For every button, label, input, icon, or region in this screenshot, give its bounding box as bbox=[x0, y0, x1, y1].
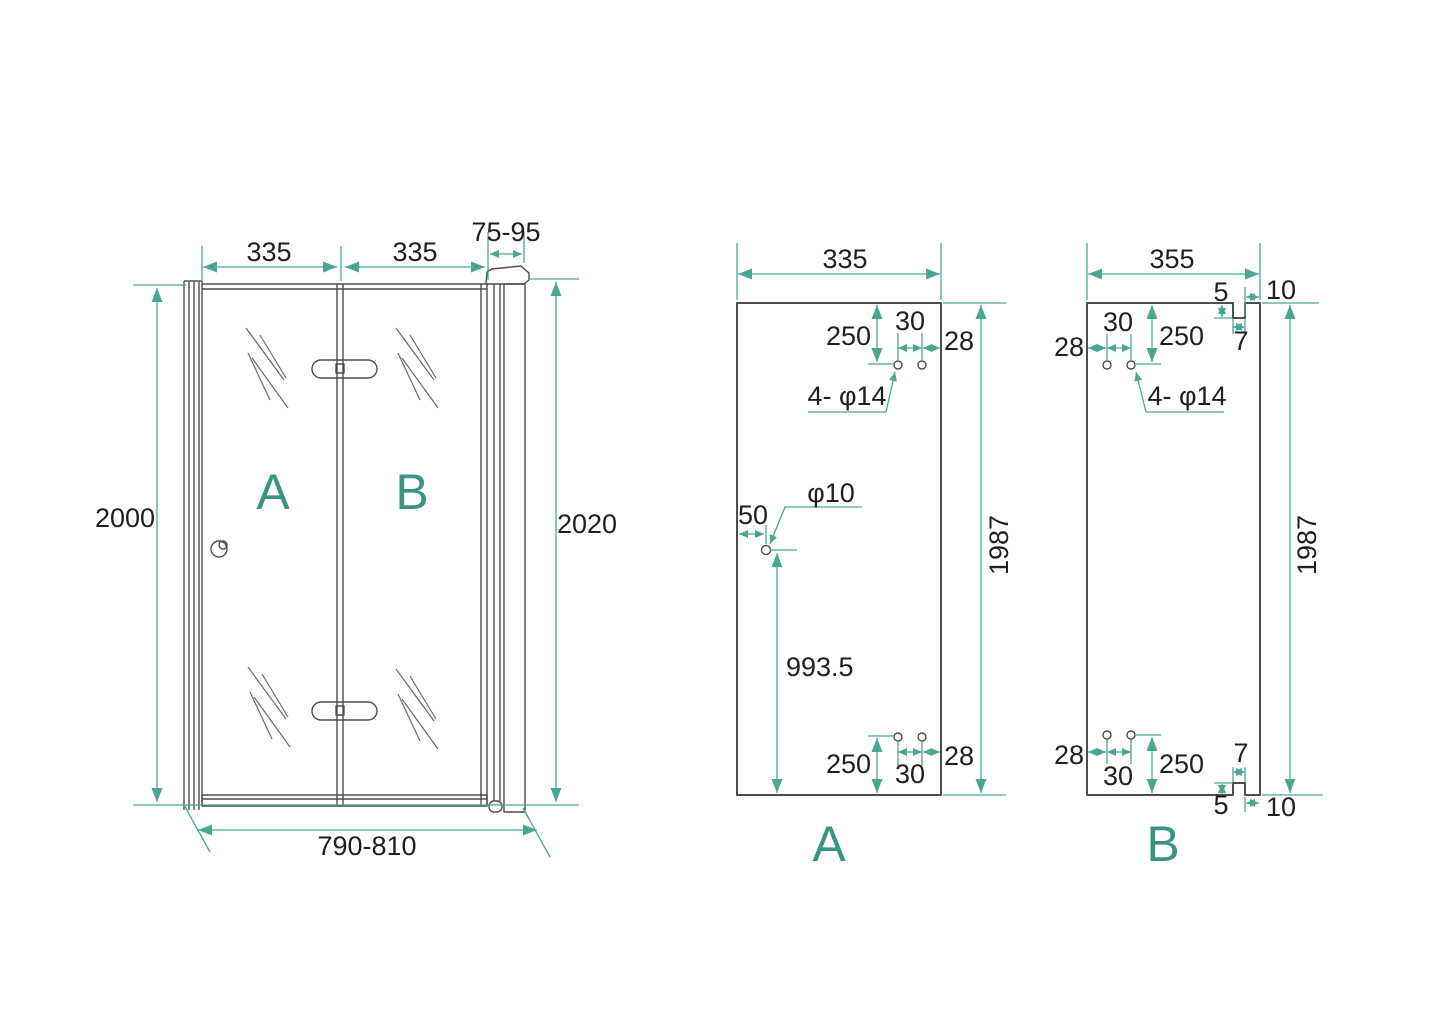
panel-b-dim-top-notch-depth bbox=[1214, 305, 1232, 319]
panel-b-dim-label-width: 355 bbox=[1149, 244, 1194, 274]
front-wall-bar bbox=[503, 283, 526, 813]
front-wall-strip bbox=[493, 284, 501, 801]
panel-a-handle-hole bbox=[760, 544, 772, 556]
panel-a-dim-handle-edge bbox=[739, 525, 767, 544]
panel-b-dim-label-top-edge: 28 bbox=[1054, 332, 1084, 362]
panel-a-dim-bottom-offset bbox=[868, 735, 894, 793]
panel-b-dim-top-notch-width bbox=[1232, 319, 1246, 334]
panel-a-dim-handle-from-bottom bbox=[770, 549, 797, 793]
panel-b-dim-label-bottom-notch-depth: 5 bbox=[1213, 790, 1228, 820]
panel-a-dim-width bbox=[736, 243, 942, 300]
panel-b-label: B bbox=[1146, 816, 1179, 872]
front-wall-cap bbox=[485, 265, 530, 285]
front-dim-label-panel-b-width: 335 bbox=[392, 237, 437, 267]
front-hinge-top bbox=[311, 359, 378, 379]
panel-a-handle-note: φ10 bbox=[807, 478, 855, 508]
panel-b-dim-bottom-notch-width bbox=[1232, 767, 1246, 782]
front-door-outline bbox=[183, 265, 530, 813]
panel-b-dim-label-top-offset: 250 bbox=[1159, 321, 1204, 351]
panel-a-holes bbox=[760, 360, 927, 742]
front-dim-total-width bbox=[182, 802, 551, 858]
front-dim-height-left bbox=[133, 284, 186, 802]
front-dim-label-total-width: 790-810 bbox=[317, 831, 416, 861]
front-bottom-rail bbox=[201, 794, 488, 807]
panel-b-dim-label-bottom-spacing: 30 bbox=[1103, 761, 1133, 791]
panel-a-view: 335 1987 250 30 28 4- φ14 φ10 50 993.5 2… bbox=[736, 243, 1014, 872]
front-dim-wall-profile-width bbox=[490, 232, 525, 263]
panel-a-dim-label-handle-edge: 50 bbox=[738, 500, 768, 530]
front-glass-marks bbox=[245, 327, 439, 750]
panel-b-dim-bottom-offset bbox=[1136, 734, 1161, 793]
panel-a-dim-label-bottom-edge: 28 bbox=[944, 741, 974, 771]
panel-a-dim-label-top-spacing: 30 bbox=[895, 306, 925, 336]
panel-b-outline bbox=[1086, 302, 1261, 796]
panel-a-outline bbox=[736, 302, 942, 796]
front-dim-label-height-right: 2020 bbox=[557, 509, 617, 539]
front-hinge-bottom bbox=[311, 701, 378, 721]
front-dim-label-panel-a-width: 335 bbox=[246, 237, 291, 267]
panel-a-dim-label-top-offset: 250 bbox=[826, 321, 871, 351]
panel-b-dim-label-top-notch-depth: 5 bbox=[1213, 277, 1228, 307]
panel-b-dim-label-top-notch-width: 7 bbox=[1233, 326, 1248, 356]
panel-b-dim-label-bottom-notch-width: 7 bbox=[1233, 738, 1248, 768]
panel-a-holes-note: 4- φ14 bbox=[807, 381, 886, 411]
panel-b-dim-top-offset bbox=[1136, 305, 1161, 365]
front-view: 335 335 75-95 2000 2020 790-810 A B bbox=[95, 217, 617, 861]
panel-b-dim-bottom-notch-edge bbox=[1244, 797, 1259, 812]
panel-a-dim-label-width: 335 bbox=[822, 244, 867, 274]
panel-b-dim-height bbox=[1262, 302, 1323, 796]
front-panel-a-label: A bbox=[256, 464, 290, 520]
panel-a-handle-leader bbox=[769, 506, 862, 545]
front-dim-label-wall-profile: 75-95 bbox=[471, 217, 540, 247]
panel-b-dim-bottom-spacing bbox=[1106, 738, 1132, 764]
front-dim-panel-b-width bbox=[345, 232, 489, 280]
panel-b-dim-label-height: 1987 bbox=[1292, 515, 1322, 575]
panel-b-dim-label-bottom-notch-edge: 10 bbox=[1266, 792, 1296, 822]
panel-a-dim-label-height: 1987 bbox=[984, 515, 1014, 575]
panel-a-dim-label-handle-from-bottom: 993.5 bbox=[786, 652, 854, 682]
panel-a-dim-label-top-edge: 28 bbox=[944, 326, 974, 356]
panel-b-dim-label-top-notch-edge: 10 bbox=[1266, 275, 1296, 305]
panel-b-holes-leader bbox=[1134, 371, 1224, 413]
panel-b-dim-label-bottom-edge: 28 bbox=[1054, 740, 1084, 770]
front-dim-label-height-left: 2000 bbox=[95, 503, 155, 533]
panel-b-dim-top-spacing bbox=[1106, 334, 1132, 361]
panel-b-view: 355 5 10 7 28 30 250 4- φ14 1987 28 30 2… bbox=[1054, 243, 1323, 872]
panel-b-dim-top-notch-edge bbox=[1244, 287, 1259, 316]
panel-a-label: A bbox=[812, 816, 846, 872]
panel-a-dim-label-bottom-offset: 250 bbox=[826, 749, 871, 779]
panel-b-dim-bottom-notch-depth bbox=[1214, 782, 1232, 794]
panel-a-dim-height bbox=[943, 302, 1006, 796]
panel-b-dim-label-bottom-offset: 250 bbox=[1159, 749, 1204, 779]
front-dim-panel-a-width bbox=[201, 246, 342, 281]
panel-b-dim-label-top-spacing: 30 bbox=[1103, 307, 1133, 337]
panel-a-dim-bottom-spacing bbox=[897, 740, 923, 766]
front-panel-b-label: B bbox=[395, 464, 428, 520]
panel-b-holes bbox=[1102, 360, 1136, 740]
panel-a-dim-label-bottom-spacing: 30 bbox=[895, 759, 925, 789]
panel-a-dim-top-spacing bbox=[897, 333, 923, 360]
panel-a-holes-leader bbox=[808, 371, 897, 413]
panel-a-dim-top-offset bbox=[868, 305, 894, 365]
panel-b-holes-note: 4- φ14 bbox=[1147, 381, 1226, 411]
front-knob-handle bbox=[210, 540, 228, 558]
front-dim-height-right bbox=[529, 278, 579, 802]
front-wall-foot bbox=[488, 800, 503, 813]
panel-b-dim-width bbox=[1086, 243, 1261, 300]
